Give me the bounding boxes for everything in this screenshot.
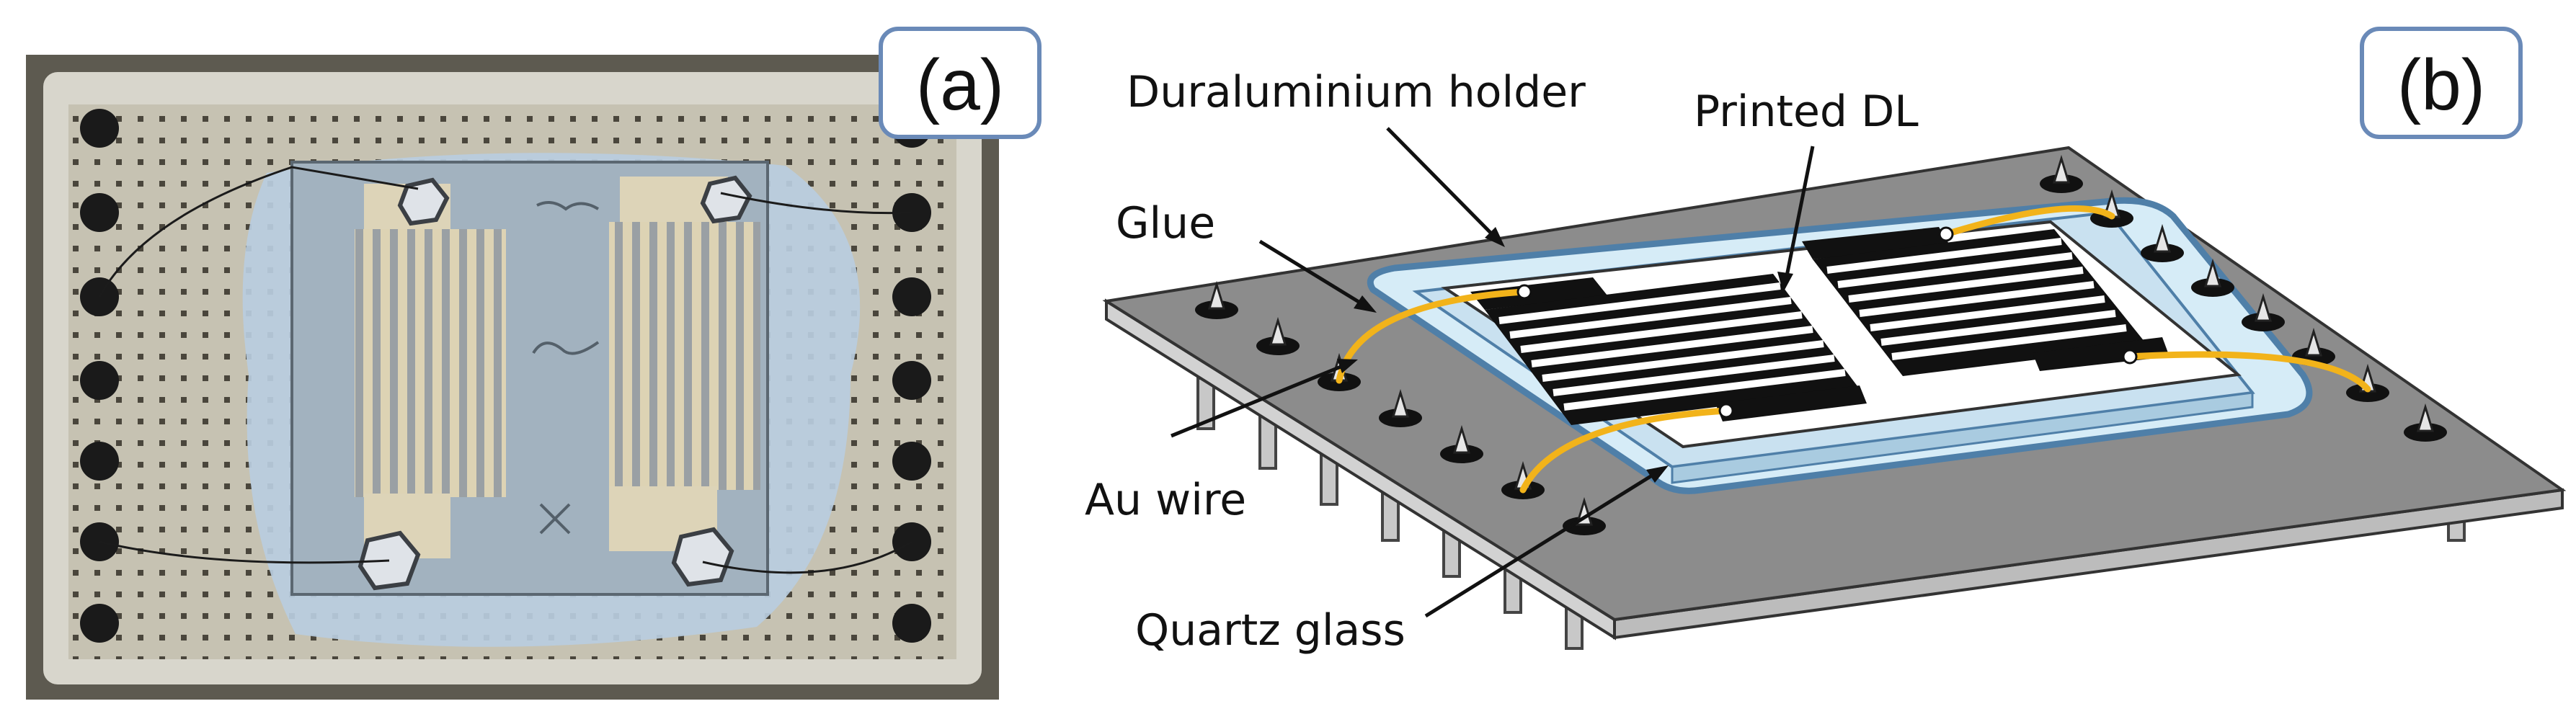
photo-electrode-left [355, 184, 506, 558]
callout-leaders [1171, 127, 1815, 618]
photo-electrode-right [609, 177, 760, 551]
label-duraluminium-holder: Duraluminium holder [1127, 67, 1586, 117]
panel-b-label-box [2360, 27, 2523, 139]
label-glue: Glue [1116, 198, 1215, 249]
panel-a-label: (a) [916, 45, 1004, 125]
label-quartz-glass: Quartz glass [1135, 605, 1405, 656]
label-printed-dl: Printed DL [1694, 86, 1919, 137]
wire-bond-points [1516, 226, 2138, 419]
photo-handwriting [532, 201, 600, 535]
panel-b-label: (b) [2397, 45, 2485, 125]
printed-electrode-right [1802, 227, 2169, 376]
photo-pins-right [892, 109, 931, 643]
panel-a-photo: (a) [26, 27, 1041, 700]
printed-electrode-left [1470, 274, 1867, 425]
label-au-wire: Au wire [1085, 475, 1246, 525]
panel-a-label-box [879, 27, 1041, 139]
quartz-glass-edge [1671, 391, 2254, 484]
callout-arrowheads [1337, 227, 1793, 483]
au-wires [1336, 205, 2371, 494]
photo-wires [98, 166, 912, 574]
panel-b-schematic: Duraluminium holder Printed DL Glue Au w… [1085, 27, 2567, 656]
